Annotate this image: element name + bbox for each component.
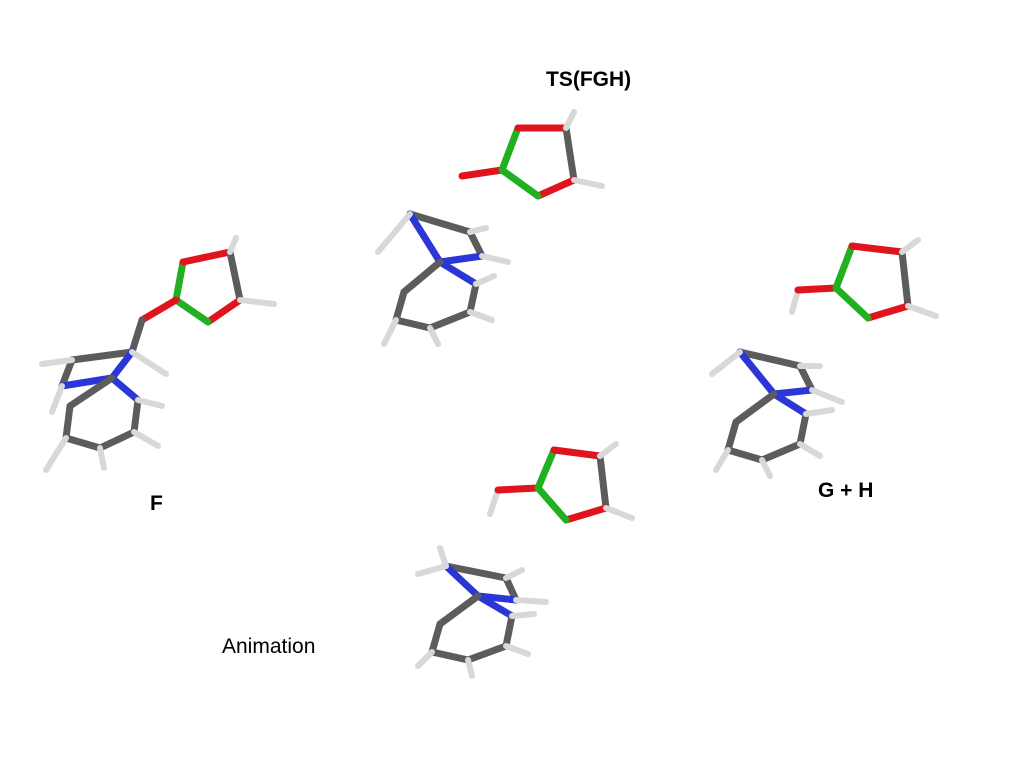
molecule-g-h <box>709 237 939 479</box>
label-f: F <box>150 492 163 515</box>
animation-link[interactable]: Animation <box>222 635 316 658</box>
molecule-animation-frame <box>415 441 635 679</box>
label-g-plus-h: G + H <box>818 479 874 502</box>
molecule-f <box>39 235 277 473</box>
label-ts-fgh: TS(FGH) <box>546 68 632 91</box>
molecule-ts-fgh <box>375 109 605 347</box>
